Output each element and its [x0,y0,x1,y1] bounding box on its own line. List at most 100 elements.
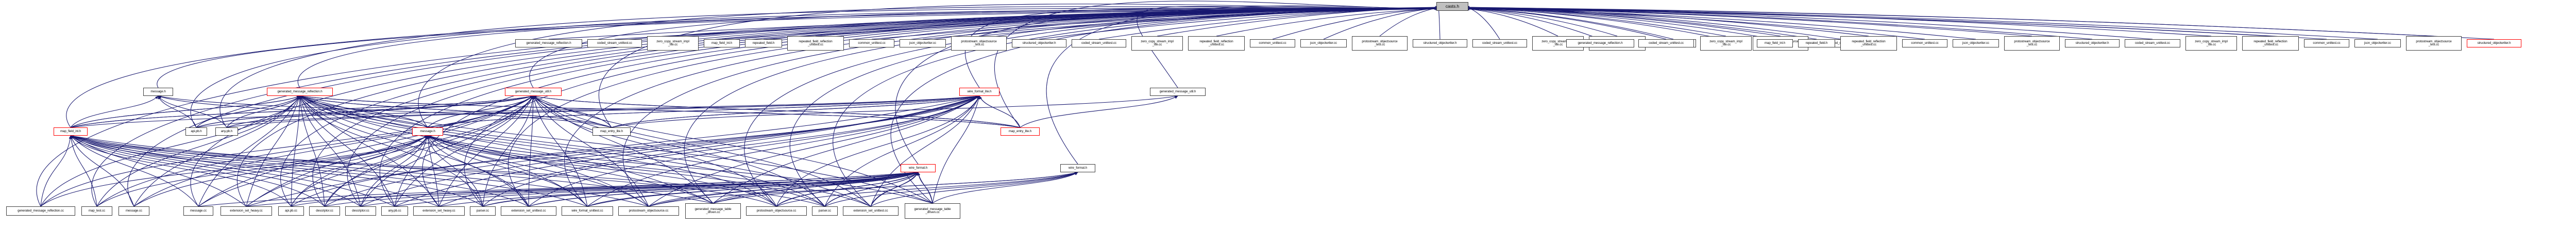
graph-node[interactable]: wire_format_lite.h [959,88,999,96]
graph-node[interactable]: parser.cc [470,206,496,216]
graph-edge [291,95,980,207]
graph-node-label: zero_copy_stream_impl _lite.cc [2195,39,2228,46]
graph-node[interactable]: map_entry_lite.h [1001,127,1040,136]
graph-node[interactable]: casts.h [1436,2,1468,11]
graph-node[interactable]: structured_objectwriter.h [2467,39,2521,47]
graph-node[interactable]: common_unittest.cc [849,39,894,47]
graph-node[interactable]: coded_stream_unittest.cc [1072,39,1126,47]
graph-node[interactable]: common_unittest.cc [1250,39,1295,47]
graph-edge [198,135,428,207]
graph-node[interactable]: parser.cc [812,206,838,216]
graph-node[interactable]: protostream_objectsource.cc [618,206,679,216]
graph-edge [824,95,980,207]
graph-edge [158,95,428,128]
graph-node[interactable]: map_field_inl.h [54,127,88,136]
graph-edge [299,95,395,207]
graph-node[interactable]: zero_copy_stream_impl _lite.cc [1532,36,1584,51]
graph-node[interactable]: protostream_objectsource _test.cc [1352,36,1408,51]
graph-node[interactable]: generated_message_reflection.cc [6,206,75,216]
graph-node[interactable]: generated_message_util.h [505,88,562,96]
graph-node[interactable]: extension_set_heavy.cc [221,206,272,216]
graph-node[interactable]: message.cc [183,206,213,216]
graph-node[interactable]: generated_message_table _driven.cc [905,203,960,219]
graph-node[interactable]: message.h [143,88,173,96]
graph-node[interactable]: json_objectwriter.cc [900,39,946,47]
graph-node[interactable]: json_objectwriter.cc [1300,39,1347,47]
graph-node[interactable]: generated_message_table _driven.cc [685,203,741,219]
graph-edge [426,135,439,207]
graph-node[interactable]: wire_format.h [1060,164,1095,172]
graph-node[interactable]: api.pb.h [185,127,207,136]
graph-node[interactable]: structured_objectwriter.h [1413,39,1467,47]
graph-node[interactable]: extension_set_unittest.cc [501,206,556,216]
graph-node[interactable]: wire_format_unittest.cc [562,206,613,216]
graph-node[interactable]: repeated_field_reflection _unittest.cc [2242,36,2299,51]
graph-node[interactable]: structured_objectwriter.h [1012,39,1066,47]
graph-node-label: map_entry_lite.h [1008,129,1032,133]
graph-node[interactable]: message.h [412,127,443,136]
graph-edge [158,95,197,128]
graph-edge [360,95,534,207]
graph-node[interactable]: descriptor.cc [309,206,340,216]
graph-node[interactable]: coded_stream_unittest.cc [2125,39,2180,47]
graph-node[interactable]: json_objectwriter.cc [1953,39,1999,47]
graph-edge [994,1,1438,128]
graph-edge [533,95,612,128]
graph-node-label: message.h [150,89,166,93]
graph-node[interactable]: coded_stream_unittest.cc [1638,39,1694,47]
graph-edge [427,135,777,207]
graph-node[interactable]: common_unittest.cc [1902,39,1947,47]
graph-node[interactable]: zero_copy_stream_impl _lite.cc [1700,36,1752,51]
graph-node[interactable]: protostream_objectsource _test.cc [2406,36,2462,51]
graph-node[interactable]: protostream_objectsource.cc [746,206,807,216]
graph-edge [66,7,1438,128]
graph-edge [70,135,199,207]
graph-node[interactable]: repeated_field.h [1798,39,1835,47]
graph-node[interactable]: map_test.cc [81,206,112,216]
graph-node-label: repeated_field_reflection _unittest.cc [1852,39,1886,46]
graph-node[interactable]: protostream_objectsource _test.cc [2004,36,2060,51]
graph-node[interactable]: descriptor.cc [345,206,376,216]
graph-edge [917,172,933,204]
graph-edge [622,7,1438,207]
graph-edge [70,135,134,207]
graph-node[interactable]: repeated_field_reflection _unittest.cc [787,36,844,51]
graph-node[interactable]: generated_message_reflection.h [515,39,582,47]
graph-edge [533,95,1021,128]
graph-node[interactable]: map_entry_lite.h [592,127,631,136]
graph-edge [824,172,1078,207]
graph-node[interactable]: wire_format.h [901,164,936,172]
graph-edge [427,95,980,128]
graph-edge [870,95,980,207]
graph-node[interactable]: generated_message_reflection.h [267,88,333,96]
graph-node[interactable]: structured_objectwriter.h [2065,39,2120,47]
graph-node[interactable]: api.pb.cc [278,206,304,216]
graph-node[interactable]: repeated_field_reflection _unittest.cc [1188,36,1245,51]
graph-node[interactable]: map_field_inl.h [1757,39,1793,47]
graph-node[interactable]: zero_copy_stream_impl _lite.cc [2185,36,2237,51]
graph-node-label: structured_objectwriter.h [1423,41,1457,45]
graph-node[interactable]: any.pb.cc [381,206,408,216]
graph-node[interactable]: generated_message_reflection.h [1566,39,1634,47]
graph-node[interactable]: common_unittest.cc [2304,39,2349,47]
graph-node[interactable]: zero_copy_stream_impl _lite.cc [647,36,699,51]
graph-node[interactable]: protostream_objectsource _test.cc [951,36,1007,51]
graph-edge [198,95,534,207]
graph-edge [70,135,361,207]
graph-node[interactable]: coded_stream_unittest.cc [587,39,642,47]
graph-node-label: zero_copy_stream_impl _lite.cc [1709,39,1742,46]
graph-node[interactable]: generated_message_util.h [1150,88,1206,96]
graph-edge [611,95,980,128]
graph-node[interactable]: json_objectwriter.cc [2354,39,2401,47]
graph-node[interactable]: repeated_field.h [745,39,782,47]
graph-edge [299,95,361,207]
graph-node[interactable]: extension_set_heavy.cc [413,206,465,216]
graph-node[interactable]: zero_copy_stream_impl _lite.cc [1131,36,1183,51]
graph-edge [1466,6,1500,40]
graph-node[interactable]: map_field_inl.h [704,39,740,47]
graph-node[interactable]: coded_stream_unittest.cc [1472,39,1527,47]
graph-node[interactable]: any.pb.h [215,127,238,136]
graph-node[interactable]: extension_set_unittest.cc [843,206,899,216]
graph-node[interactable]: repeated_field_reflection _unittest.cc [1840,36,1897,51]
graph-node[interactable]: message.cc [118,206,149,216]
